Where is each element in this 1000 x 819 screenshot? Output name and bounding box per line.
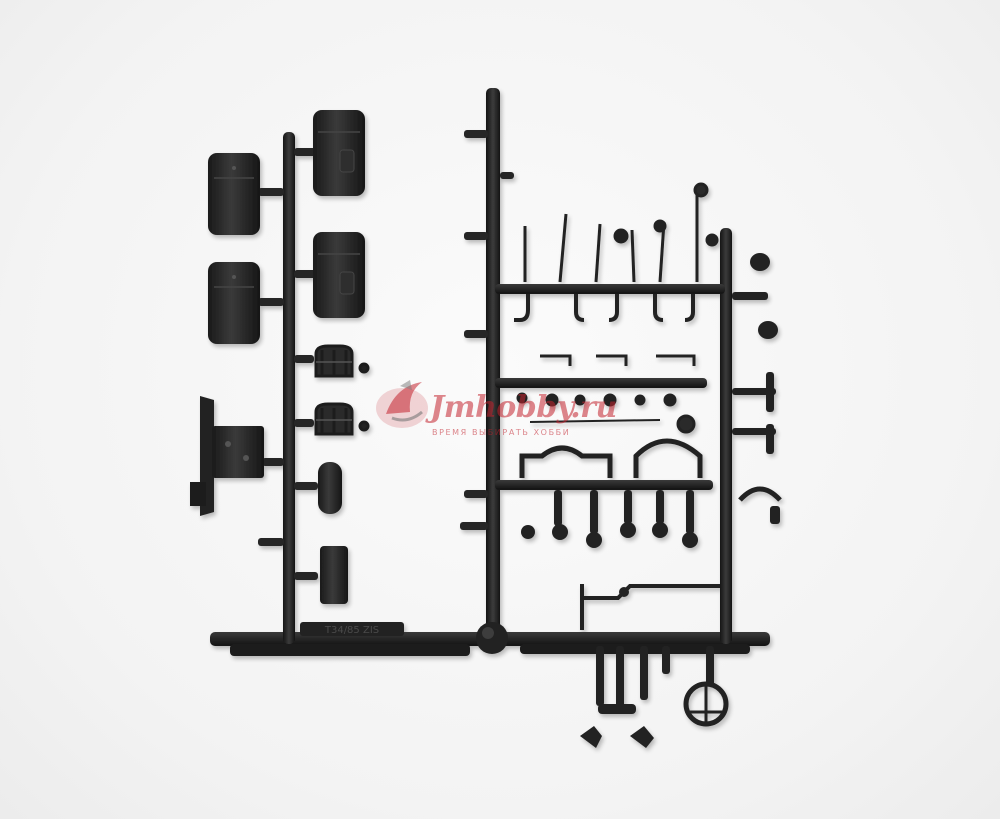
stowage-box-3	[313, 110, 365, 196]
center-runner-stubs	[460, 130, 514, 530]
mount-bracket	[190, 396, 264, 516]
grille-part-2	[314, 402, 370, 436]
bottom-runner-detail	[230, 644, 750, 656]
left-runner-stubs	[258, 148, 318, 580]
runner-row-3	[495, 480, 713, 490]
headlight-parts	[732, 253, 782, 524]
hooks-below-row-1	[514, 294, 695, 322]
stowage-box-4	[313, 232, 365, 318]
watermark-logo	[376, 380, 428, 428]
watermark: Jmhobby.ru ВРЕМЯ ВЫБИРАТЬ ХОББИ	[372, 374, 642, 454]
watermark-brand: Jmhobby.ru	[430, 390, 617, 425]
fuel-cylinder	[318, 462, 342, 514]
stowage-box-1	[208, 153, 260, 235]
sprue-label-plate	[300, 622, 404, 636]
watermark-tagline: ВРЕМЯ ВЫБИРАТЬ ХОББИ	[432, 428, 571, 437]
runner-row-2	[495, 378, 707, 388]
stowage-box-2	[208, 262, 260, 344]
left-runner	[283, 132, 295, 644]
center-runner	[486, 88, 500, 644]
runner-row-1	[495, 284, 725, 294]
row-3-parts	[521, 490, 698, 548]
sprue-frame: T34/85 ZIS	[190, 88, 782, 748]
handwheel-part	[683, 681, 729, 727]
lower-hanging-parts	[580, 646, 714, 748]
arch-parts	[519, 438, 703, 478]
sprue-label: T34/85 ZIS	[324, 625, 379, 636]
linkage-part	[580, 584, 720, 630]
grille-part-1	[314, 344, 370, 378]
right-runner	[720, 228, 732, 644]
gate-hub	[476, 622, 508, 654]
rectangular-block	[320, 546, 348, 604]
row-2-parts	[516, 354, 696, 434]
levers-row-top	[523, 182, 719, 283]
